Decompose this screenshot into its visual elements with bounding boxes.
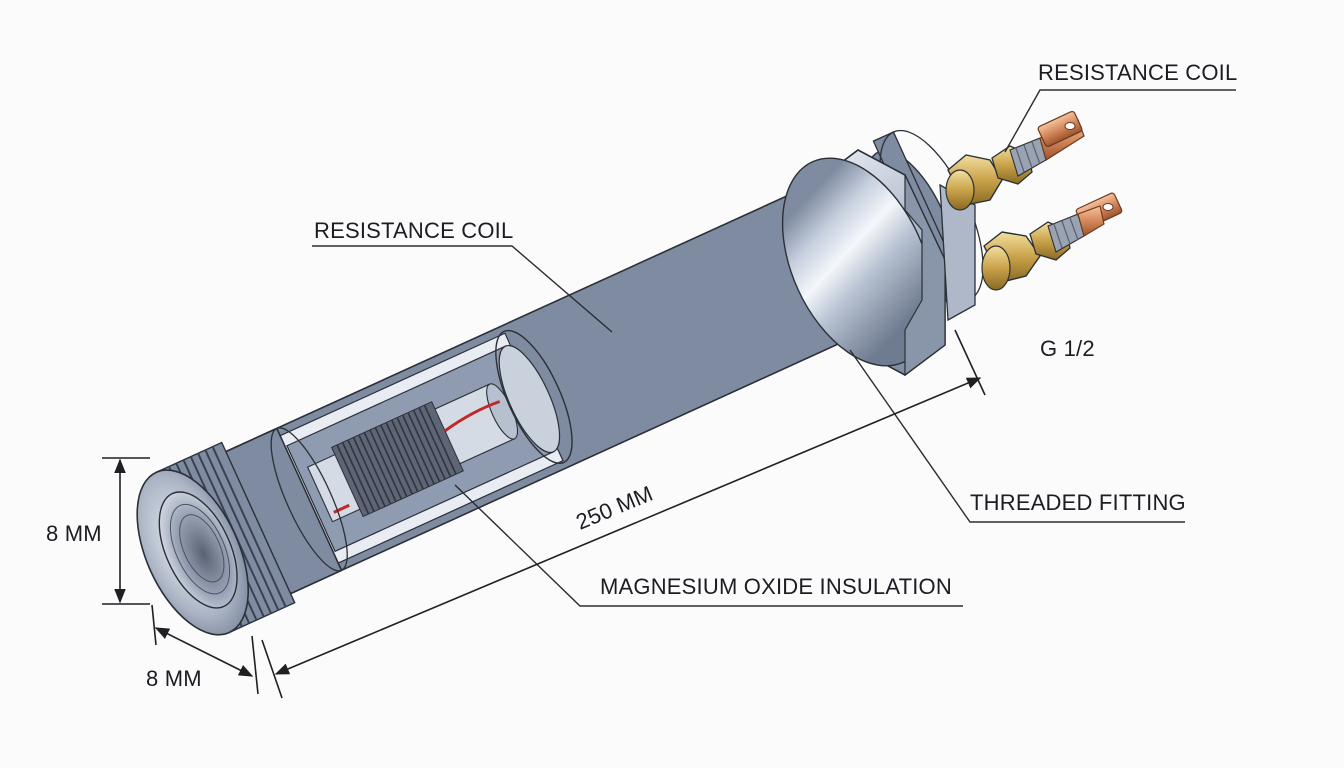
- hex-fitting: [781, 149, 976, 377]
- label-resistance-coil-left: RESISTANCE COIL: [314, 218, 513, 243]
- terminal-bottom: [981, 192, 1123, 291]
- leader-resistance-coil-top: [1004, 89, 1236, 153]
- label-g-half: G 1/2: [1040, 336, 1095, 361]
- label-dim-depth: 8 MM: [146, 666, 202, 691]
- label-dim-height: 8 MM: [46, 521, 102, 546]
- leader-resistance-coil-left: [312, 245, 613, 333]
- end-bore: [158, 491, 238, 609]
- label-mgo-insulation: MAGNESIUM OXIDE INSULATION: [600, 574, 952, 599]
- label-length-250: 250 MM: [572, 481, 656, 535]
- dim-line-depth: [154, 627, 254, 677]
- terminal-top: [945, 110, 1085, 211]
- threaded-end: [136, 441, 296, 636]
- dimensions: [102, 329, 986, 699]
- label-threaded-fitting: THREADED FITTING: [970, 490, 1186, 515]
- dim-line-length: [274, 377, 982, 675]
- label-resistance-coil-top: RESISTANCE COIL: [1038, 60, 1237, 85]
